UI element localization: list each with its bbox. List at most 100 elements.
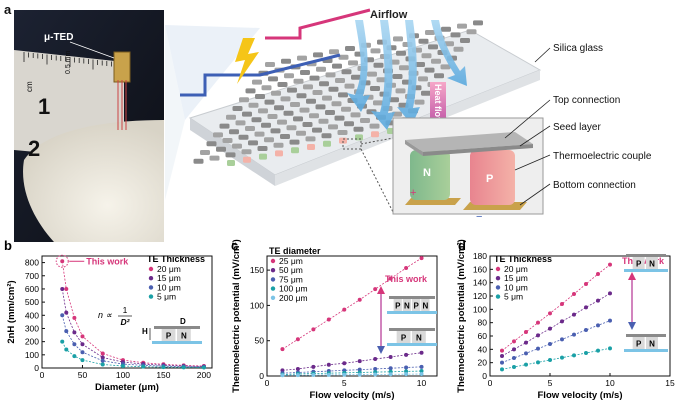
- panel-c-label: c: [231, 238, 238, 253]
- top-connection-pad: [296, 93, 307, 99]
- top-connection-pad: [300, 70, 310, 75]
- legend-marker: [495, 285, 501, 290]
- top-connection-pad: [421, 53, 432, 59]
- this-work-marker: [55, 254, 69, 268]
- data-point: [560, 337, 564, 342]
- x-tick-label: 50: [78, 370, 88, 380]
- top-connection-pad: [393, 36, 403, 42]
- data-point: [388, 354, 393, 359]
- top-connection-pad: [287, 87, 297, 93]
- top-connection-pad: [396, 50, 406, 56]
- schematic-top: [626, 334, 666, 337]
- y-tick-label: 800: [25, 258, 39, 268]
- top-connection-pad: [457, 23, 467, 29]
- top-connection-pad: [312, 90, 323, 95]
- data-point: [404, 365, 409, 370]
- top-connection-pad: [466, 29, 477, 35]
- top-connection-pad: [418, 76, 428, 82]
- data-point: [181, 365, 186, 370]
- data-point: [419, 372, 424, 377]
- schematic-top: [389, 296, 435, 299]
- schematic-p-leg: [161, 329, 176, 341]
- legend-marker: [270, 295, 276, 300]
- data-point: [596, 272, 600, 276]
- top-connection-pad: [229, 129, 239, 135]
- data-point: [584, 351, 588, 355]
- data-point: [608, 318, 612, 323]
- schematic-d-label: D: [180, 317, 186, 326]
- top-connection-pad: [239, 97, 249, 103]
- schematic-n-leg: [177, 329, 191, 341]
- top-connection-pad: [344, 83, 355, 89]
- thermoelectric-leg: [227, 160, 235, 166]
- top-connection-pad: [280, 96, 291, 102]
- schematic-n-label: N: [649, 340, 655, 349]
- legend-label: 15 μm: [504, 273, 528, 283]
- top-connection-pad: [251, 117, 262, 123]
- top-connection-pad: [360, 118, 370, 123]
- y-tick-label: 20: [478, 358, 488, 368]
- data-point: [388, 372, 393, 377]
- top-connection-pad: [193, 158, 204, 164]
- top-connection-pad: [261, 85, 272, 91]
- data-point: [548, 358, 552, 362]
- data-point: [60, 259, 65, 264]
- legend-marker: [270, 286, 276, 291]
- data-point: [60, 339, 65, 344]
- top-connection-pad: [434, 73, 444, 79]
- data-point: [596, 348, 600, 353]
- series-line: [501, 347, 611, 370]
- legend-marker: [148, 266, 154, 272]
- top-connection-pad: [274, 105, 284, 111]
- data-point: [342, 307, 347, 312]
- top-connection-pad: [213, 132, 223, 138]
- top-connection-pad: [309, 113, 319, 119]
- x-axis-label: Flow velocity (m/s): [310, 390, 395, 401]
- legend-marker: [495, 276, 501, 281]
- top-connection-pad: [264, 99, 275, 105]
- arrow-head-down: [377, 346, 385, 354]
- data-point: [548, 342, 552, 346]
- schematic-n-label: N: [181, 332, 187, 341]
- n-leg-label: N: [423, 167, 431, 179]
- legend-label: 100 μm: [279, 284, 308, 294]
- thermoelectric-leg: [291, 147, 299, 154]
- lightning-icon: [235, 38, 259, 84]
- legend-title: TE Thickness: [494, 254, 552, 264]
- data-point: [419, 369, 424, 374]
- top-connection-pad: [312, 127, 322, 133]
- y-tick-label: 0: [259, 371, 264, 381]
- formula-numerator: 1: [123, 305, 128, 315]
- data-point: [295, 337, 300, 342]
- top-connection-pad: [418, 38, 429, 44]
- ruler-number-2: 2: [28, 136, 40, 161]
- x-tick-label: 0: [265, 378, 270, 388]
- series-line: [501, 264, 611, 351]
- schematic-n-label: N: [416, 334, 422, 343]
- data-point: [280, 373, 285, 378]
- top-connection-pad: [318, 118, 329, 124]
- legend-label: 200 μm: [279, 293, 308, 303]
- x-tick-label: 150: [156, 370, 170, 380]
- top-connection-pad: [453, 46, 464, 52]
- data-point: [373, 357, 378, 362]
- series-line: [282, 373, 422, 376]
- top-connection-pad: [351, 74, 361, 80]
- top-connection-pad: [280, 134, 290, 139]
- x-tick-label: 0: [488, 378, 493, 388]
- legend-marker: [148, 276, 154, 281]
- annotation-silica-glass: Silica glass: [553, 43, 603, 54]
- top-connection-pad: [338, 54, 349, 60]
- data-point: [311, 373, 316, 378]
- data-point: [64, 310, 69, 315]
- arrow-head-up: [628, 272, 636, 280]
- top-connection-pad: [399, 65, 409, 71]
- p-leg-label: P: [486, 173, 493, 185]
- data-point: [161, 365, 166, 370]
- top-connection-pad: [431, 58, 441, 64]
- top-connection-pad: [309, 75, 320, 81]
- data-point: [357, 359, 362, 364]
- top-connection-pad: [341, 69, 352, 75]
- data-point: [572, 353, 576, 358]
- top-connection-pad: [277, 119, 287, 125]
